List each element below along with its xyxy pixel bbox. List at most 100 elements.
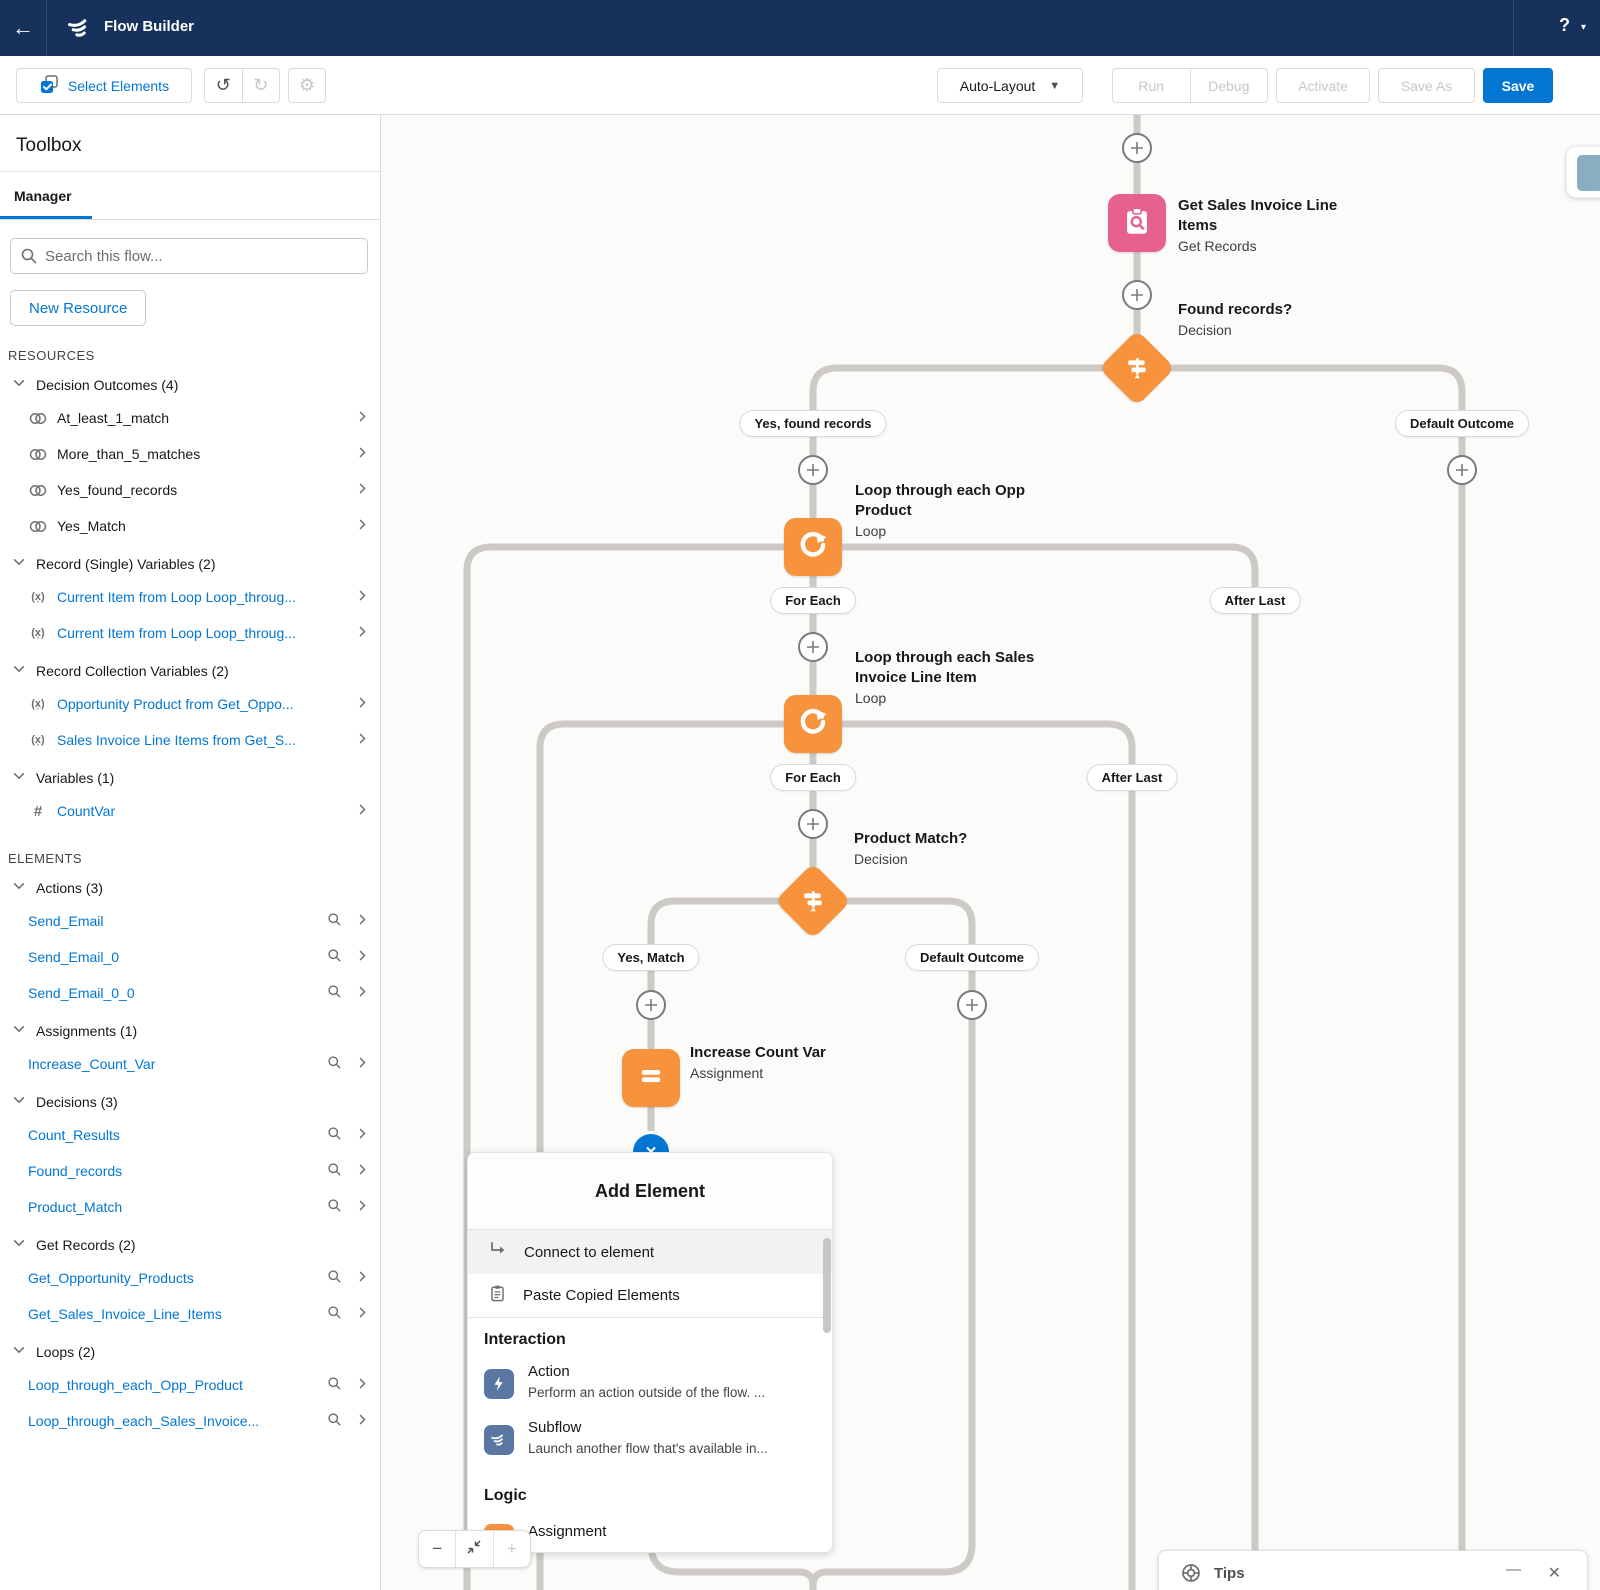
node-loop-opp-product[interactable] [784, 518, 842, 576]
branch-label[interactable]: Default Outcome [905, 944, 1039, 971]
node-get-records[interactable] [1108, 194, 1166, 252]
toolbox-item-send-email-0[interactable]: Send_Email_0 [0, 939, 380, 975]
add-node-button[interactable] [1122, 280, 1152, 310]
chevron-right-icon[interactable] [356, 803, 369, 819]
branch-label[interactable]: Default Outcome [1395, 410, 1529, 437]
add-node-button[interactable] [636, 990, 666, 1020]
magnifier-icon[interactable] [327, 912, 342, 930]
magnifier-icon[interactable] [327, 1305, 342, 1323]
fit-view-button[interactable] [455, 1531, 492, 1567]
panel-toggle-button[interactable] [1566, 146, 1600, 198]
toolbox-item-countvar[interactable]: #CountVar [0, 793, 380, 829]
minimize-tips-button[interactable]: — [1506, 1561, 1521, 1578]
magnifier-icon[interactable] [327, 984, 342, 1002]
popup-scrollbar[interactable] [823, 1238, 831, 1333]
chevron-right-icon[interactable] [356, 518, 369, 534]
toolbox-item-send-email-0-0[interactable]: Send_Email_0_0 [0, 975, 380, 1011]
chevron-right-icon[interactable] [356, 949, 369, 965]
chevron-right-icon[interactable] [356, 446, 369, 462]
chevron-right-icon[interactable] [356, 410, 369, 426]
group-header-decision-outcomes-4[interactable]: Decision Outcomes (4) [0, 365, 380, 400]
magnifier-icon[interactable] [327, 1055, 342, 1073]
chevron-right-icon[interactable] [356, 589, 369, 605]
node-loop-sales-invoice[interactable] [784, 695, 842, 753]
chevron-right-icon[interactable] [356, 625, 369, 641]
menu-item-connect-to-element[interactable]: Connect to element [468, 1230, 832, 1274]
chevron-right-icon[interactable] [356, 1413, 369, 1429]
layout-select[interactable]: Auto-Layout ▼ [937, 68, 1083, 103]
save-button[interactable]: Save [1483, 68, 1553, 103]
toolbox-item-product-match[interactable]: Product_Match [0, 1189, 380, 1225]
search-input[interactable] [10, 238, 368, 274]
help-button[interactable]: ? [1559, 15, 1570, 36]
back-button[interactable]: ← [0, 0, 47, 56]
run-button[interactable]: Run [1113, 78, 1190, 94]
toolbox-item-sales-invoice-line-items-from-get-s[interactable]: (x̹)Sales Invoice Line Items from Get_S.… [0, 722, 380, 758]
toolbox-item-loop-through-each-opp-product[interactable]: Loop_through_each_Opp_Product [0, 1367, 380, 1403]
toolbox-item-opportunity-product-from-get-oppo[interactable]: (x̹)Opportunity Product from Get_Oppo... [0, 686, 380, 722]
magnifier-icon[interactable] [327, 1162, 342, 1180]
add-node-button[interactable] [1122, 133, 1152, 163]
group-header-record-collection-variables-2[interactable]: Record Collection Variables (2) [0, 651, 380, 686]
chevron-right-icon[interactable] [356, 482, 369, 498]
toolbox-item-at-least-1-match[interactable]: At_least_1_match [0, 400, 380, 436]
chevron-right-icon[interactable] [356, 732, 369, 748]
group-header-get-records-2[interactable]: Get Records (2) [0, 1225, 380, 1260]
new-resource-button[interactable]: New Resource [10, 290, 146, 326]
node-assignment-increase-count[interactable] [622, 1049, 680, 1107]
magnifier-icon[interactable] [327, 1126, 342, 1144]
group-header-decisions-3[interactable]: Decisions (3) [0, 1082, 380, 1117]
chevron-right-icon[interactable] [356, 913, 369, 929]
group-header-actions-3[interactable]: Actions (3) [0, 868, 380, 903]
menu-item-action[interactable]: Action Perform an action outside of the … [468, 1359, 832, 1415]
chevron-right-icon[interactable] [356, 985, 369, 1001]
add-node-button[interactable] [957, 990, 987, 1020]
chevron-right-icon[interactable] [356, 1270, 369, 1286]
chevron-right-icon[interactable] [356, 1127, 369, 1143]
select-elements-button[interactable]: Select Elements [16, 68, 192, 103]
group-header-assignments-1[interactable]: Assignments (1) [0, 1011, 380, 1046]
magnifier-icon[interactable] [327, 1198, 342, 1216]
chevron-right-icon[interactable] [356, 1056, 369, 1072]
toolbox-item-count-results[interactable]: Count_Results [0, 1117, 380, 1153]
group-header-loops-2[interactable]: Loops (2) [0, 1332, 380, 1367]
magnifier-icon[interactable] [327, 1376, 342, 1394]
toolbox-item-current-item-from-loop-loop-throug[interactable]: (x̹)Current Item from Loop Loop_throug..… [0, 615, 380, 651]
toolbox-item-more-than-5-matches[interactable]: More_than_5_matches [0, 436, 380, 472]
save-as-button[interactable]: Save As [1378, 68, 1475, 103]
toolbox-item-current-item-from-loop-loop-throug[interactable]: (x̹)Current Item from Loop Loop_throug..… [0, 579, 380, 615]
tab-manager[interactable]: Manager [0, 172, 86, 220]
help-caret-icon[interactable]: ▾ [1581, 22, 1586, 33]
branch-label[interactable]: After Last [1210, 587, 1301, 614]
group-header-variables-1[interactable]: Variables (1) [0, 758, 380, 793]
debug-button[interactable]: Debug [1191, 78, 1268, 94]
redo-button[interactable]: ↻ [243, 75, 280, 96]
branch-label[interactable]: For Each [770, 587, 856, 614]
magnifier-icon[interactable] [327, 1269, 342, 1287]
chevron-right-icon[interactable] [356, 1163, 369, 1179]
chevron-right-icon[interactable] [356, 1377, 369, 1393]
toolbox-item-send-email[interactable]: Send_Email [0, 903, 380, 939]
toolbox-item-get-opportunity-products[interactable]: Get_Opportunity_Products [0, 1260, 380, 1296]
branch-label[interactable]: For Each [770, 764, 856, 791]
toolbox-item-loop-through-each-sales-invoice[interactable]: Loop_through_each_Sales_Invoice... [0, 1403, 380, 1439]
toolbox-item-yes-match[interactable]: Yes_Match [0, 508, 380, 544]
branch-label[interactable]: After Last [1087, 764, 1178, 791]
add-node-button[interactable] [798, 632, 828, 662]
menu-item-paste-copied-elements[interactable]: Paste Copied Elements [468, 1274, 832, 1318]
group-header-record-single-variables-2[interactable]: Record (Single) Variables (2) [0, 544, 380, 579]
toolbox-item-yes-found-records[interactable]: Yes_found_records [0, 472, 380, 508]
toolbox-item-found-records[interactable]: Found_records [0, 1153, 380, 1189]
settings-button[interactable]: ⚙ [288, 68, 326, 103]
toolbox-item-get-sales-invoice-line-items[interactable]: Get_Sales_Invoice_Line_Items [0, 1296, 380, 1332]
activate-button[interactable]: Activate [1276, 68, 1370, 103]
zoom-out-button[interactable]: − [419, 1531, 455, 1567]
magnifier-icon[interactable] [327, 948, 342, 966]
add-node-button[interactable] [798, 455, 828, 485]
toolbox-item-increase-count-var[interactable]: Increase_Count_Var [0, 1046, 380, 1082]
zoom-in-button[interactable]: + [493, 1531, 530, 1567]
branch-label[interactable]: Yes, found records [739, 410, 886, 437]
branch-label[interactable]: Yes, Match [602, 944, 699, 971]
undo-button[interactable]: ↺ [205, 75, 242, 96]
menu-item-subflow[interactable]: Subflow Launch another flow that's avail… [468, 1415, 832, 1471]
